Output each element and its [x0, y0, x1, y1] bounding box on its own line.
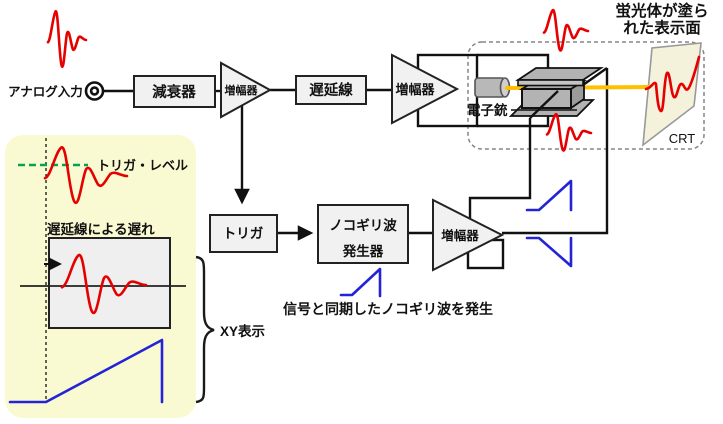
generator-sawtooth — [339, 267, 382, 298]
sync-note-label: 信号と同期したノコギリ波を発生 — [283, 301, 493, 317]
electron-gun-label: 電子銃 — [467, 102, 508, 118]
amp1-triangle — [220, 61, 273, 119]
bottom-plate-waveform — [545, 112, 593, 152]
sawtooth-generator-box — [317, 204, 409, 264]
wire-amp3-front-plate — [468, 118, 532, 219]
trigger-label: トリガ — [223, 226, 264, 241]
middle-plate-front-face — [521, 88, 572, 109]
crt-label: CRT — [669, 131, 696, 146]
screen-waveform — [644, 55, 701, 113]
wire-amp3-back-plate — [502, 68, 609, 235]
wire-amp2-top-plate — [477, 53, 550, 70]
sweep-sawtooth-positive — [525, 179, 573, 212]
amp3-label: 増幅器 — [441, 228, 479, 243]
xy-brace — [195, 255, 215, 404]
screen-caption-line1: 蛍光体が塗ら — [615, 1, 708, 20]
amp2-label: 増幅器 — [395, 82, 435, 97]
deflection-plates — [508, 67, 604, 117]
display-window-box — [48, 237, 171, 329]
sawtooth-generator-label-line1: ノコギリ波 — [329, 217, 397, 233]
wire-diagonal-back-plate — [582, 67, 608, 86]
trigger-box — [209, 214, 278, 253]
top-plate — [515, 67, 604, 81]
trigger-level-label: トリガ・レベル — [97, 158, 188, 173]
analog-input-label: アナログ入力 — [8, 84, 83, 99]
wire-diagonal-front-plate — [529, 90, 559, 119]
crt-dashed-outline — [467, 41, 705, 150]
attenuator-label: 減衰器 — [152, 83, 196, 101]
sawtooth-generator-label-line2: 発生器 — [342, 243, 384, 259]
sweep-sawtooth-negative — [525, 236, 573, 268]
screen-caption-line2: れた表示面 — [623, 18, 701, 37]
amp2-triangle — [391, 53, 460, 125]
delay-line-label: 遅延線 — [309, 81, 353, 99]
sweep-sawtooth-large — [8, 338, 164, 404]
delay-line-box — [295, 75, 367, 105]
amp3-triangle — [432, 198, 505, 272]
amp1-label: 増幅器 — [225, 83, 259, 97]
top-plate-edge — [517, 79, 584, 87]
input-waveform — [46, 9, 88, 69]
top-plate-waveform — [542, 8, 590, 52]
xy-display-label: XY表示 — [220, 323, 265, 339]
input-connector-icon — [84, 81, 105, 101]
wire-amp2-bottom-plate — [477, 114, 550, 128]
attenuator-box — [133, 75, 216, 108]
delay-note-label: 遅延線による遅れ — [47, 221, 155, 237]
